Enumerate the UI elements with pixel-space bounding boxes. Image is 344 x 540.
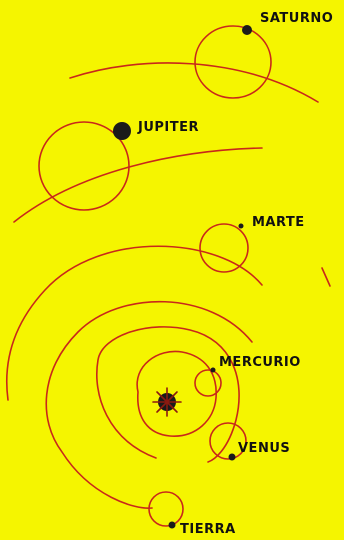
- tierra-epicycle: [149, 492, 183, 526]
- saturno-planet: [242, 25, 252, 35]
- venus-label: VENUS: [238, 441, 290, 456]
- marte-stray-mark: [322, 268, 330, 286]
- mercurio-group: MERCURIO: [137, 351, 301, 436]
- jupiter-label: JUPITER: [137, 120, 199, 135]
- marte-deferent: [7, 246, 262, 400]
- jupiter-group: JUPITER: [14, 120, 262, 222]
- jupiter-planet: [113, 122, 131, 140]
- tierra-deferent: [46, 302, 252, 509]
- marte-label: MARTE: [252, 215, 305, 230]
- mercurio-planet: [211, 368, 216, 373]
- sun: [153, 388, 181, 416]
- venus-group: VENUS: [97, 327, 290, 462]
- tierra-label: TIERRA: [180, 522, 236, 537]
- saturno-epicycle: [195, 26, 271, 98]
- saturno-group: SATURNO: [70, 11, 333, 102]
- mercurio-label: MERCURIO: [219, 355, 301, 370]
- mercurio-epicycle: [195, 370, 221, 396]
- jupiter-deferent: [14, 148, 262, 222]
- marte-epicycle: [200, 224, 248, 272]
- tierra-planet: [169, 522, 176, 529]
- saturno-label: SATURNO: [260, 11, 333, 26]
- tierra-group: TIERRA: [46, 302, 252, 537]
- saturno-deferent: [70, 63, 318, 102]
- mercurio-deferent: [137, 351, 216, 436]
- marte-group: MARTE: [7, 215, 330, 400]
- venus-planet: [229, 454, 236, 461]
- marte-planet: [239, 224, 244, 229]
